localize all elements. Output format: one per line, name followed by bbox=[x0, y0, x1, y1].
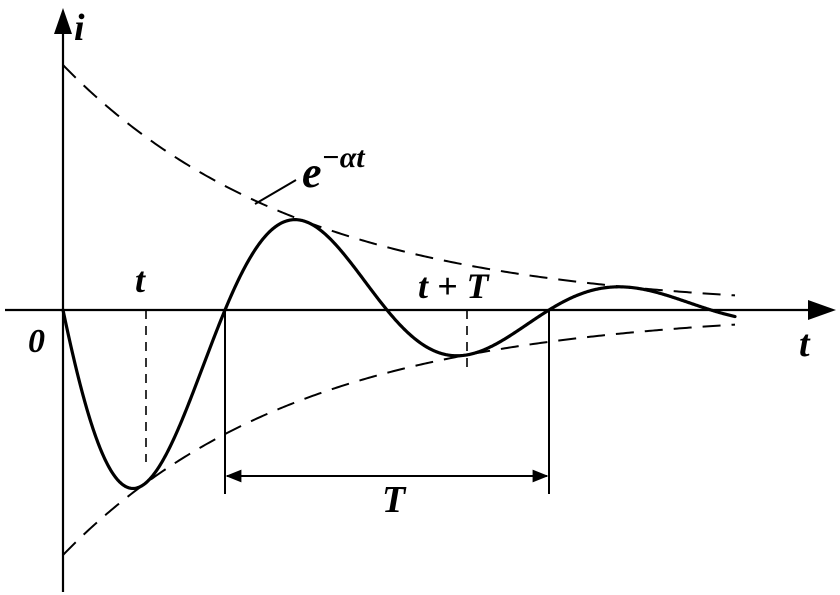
t-plus-T-label: t + T bbox=[418, 266, 491, 306]
upper-envelope-curve bbox=[62, 64, 736, 297]
origin-label: 0 bbox=[28, 323, 45, 360]
y-axis-arrowhead bbox=[54, 8, 72, 34]
envelope-label: e−αt bbox=[302, 141, 366, 197]
damped-oscillation-curve bbox=[61, 218, 737, 491]
envelope-base: e bbox=[302, 148, 322, 197]
x-axis-label: t bbox=[799, 323, 811, 365]
lower-envelope-curve bbox=[62, 323, 736, 556]
x-axis-arrowhead bbox=[808, 300, 836, 320]
envelope-exponent: −αt bbox=[322, 141, 367, 174]
y-axis-label: i bbox=[74, 7, 85, 49]
t-point-label: t bbox=[135, 260, 146, 300]
envelope-leader-line bbox=[254, 179, 297, 205]
period-label: T bbox=[382, 479, 407, 521]
